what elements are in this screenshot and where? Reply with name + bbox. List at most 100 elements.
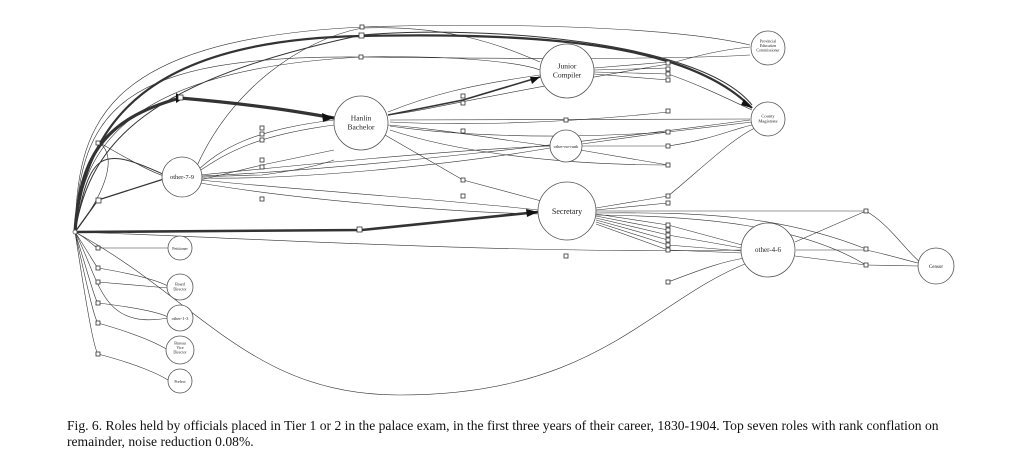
node-other-1-3 <box>166 304 194 332</box>
waypoint <box>95 351 101 357</box>
arrowhead-layer <box>176 77 752 217</box>
waypoint <box>563 117 569 123</box>
edge-start-other79 <box>74 177 168 233</box>
waypoint <box>665 237 671 243</box>
node-other-no-rank <box>549 129 583 163</box>
waypoint <box>665 77 671 83</box>
waypoint <box>460 193 466 199</box>
node-board-director <box>166 273 194 301</box>
edge-other46-r5 <box>865 210 921 263</box>
edge-other46-censor <box>865 264 919 267</box>
edge-norank-x <box>667 124 753 147</box>
waypoint <box>665 193 671 199</box>
edge-secretary-right-2 <box>595 212 867 250</box>
waypoint <box>665 60 671 66</box>
waypoint <box>665 108 671 114</box>
node-provincial-education-commissioner <box>750 30 786 66</box>
label-other-7-9: other-7-9 <box>170 174 194 181</box>
waypoint <box>665 279 671 285</box>
waypoint <box>95 140 101 146</box>
label-other-4-6: other-4-6 <box>755 246 781 254</box>
node-bureau-vice-director <box>165 335 195 365</box>
edge-junior-fan-1 <box>593 61 669 69</box>
waypoint <box>460 93 466 99</box>
waypoint <box>95 245 101 251</box>
node-county-magistrate <box>750 101 786 137</box>
waypoint <box>665 242 671 248</box>
waypoint <box>259 157 265 163</box>
node-hanlin-bachelor <box>333 95 389 151</box>
waypoint <box>665 129 671 135</box>
waypoint <box>460 100 466 106</box>
edge-hanlin-junior-b <box>387 74 541 113</box>
label-secretary: Secretary <box>552 207 582 216</box>
waypoint <box>665 66 671 72</box>
edge-junior-fan-3 <box>593 71 669 75</box>
node-start <box>72 229 78 235</box>
edge-junior-county <box>667 73 753 111</box>
waypoint-layer <box>95 24 869 357</box>
edge-secretary-fan-2 <box>595 215 669 231</box>
edge-start-other13-b <box>74 231 169 320</box>
waypoint <box>95 300 101 306</box>
waypoint <box>460 128 466 134</box>
figure-caption: Fig. 6. Roles held by officials placed i… <box>67 418 939 449</box>
edge-other46-r4 <box>865 249 919 264</box>
edge-other46-r1 <box>794 210 867 243</box>
edge-junior-fan-2 <box>593 67 669 71</box>
edge-secretary-upper-2 <box>595 202 669 211</box>
node-layer <box>72 30 955 394</box>
waypoint <box>863 208 869 214</box>
label-censor: Censor <box>929 265 944 270</box>
edge-secretary-fan-3 <box>595 217 669 236</box>
edge-norank-county <box>667 121 753 133</box>
node-petitioner <box>167 235 193 261</box>
waypoint <box>95 265 101 271</box>
arrowhead-junior <box>530 77 540 84</box>
label-other-no-rank: other-no-rank <box>554 144 579 149</box>
edge-start-hanlin <box>73 96 335 233</box>
waypoint <box>665 222 671 228</box>
edge-fan-other46-2 <box>667 234 743 249</box>
waypoint <box>460 177 466 183</box>
waypoint <box>863 262 869 268</box>
edge-fan-other46-3 <box>667 244 743 252</box>
waypoint <box>95 197 102 204</box>
edge-other79-secretary-a <box>199 179 539 211</box>
arrowhead-secretary <box>526 209 538 217</box>
node-other-7-9 <box>161 156 203 198</box>
edge-fan-other46-4 <box>667 249 743 254</box>
edge-other79-hanlin-a <box>197 119 335 171</box>
waypoint <box>665 247 671 253</box>
waypoint <box>177 94 184 101</box>
edge-secretary-fan-4 <box>595 219 669 241</box>
waypoint <box>665 162 671 168</box>
waypoint <box>259 196 265 202</box>
waypoint <box>259 131 265 137</box>
edge-start-other79-thin <box>74 142 168 233</box>
waypoint <box>259 125 265 131</box>
node-secretary <box>537 181 597 241</box>
edge-start-other46-a <box>74 231 743 251</box>
edge-layer <box>73 25 921 396</box>
edge-hanlin-junior-c <box>387 63 669 116</box>
edge-secretary-fan-6 <box>595 223 669 251</box>
edge-other79-secretary-b <box>199 182 539 215</box>
waypoint <box>95 320 101 326</box>
waypoint <box>358 54 364 60</box>
waypoint <box>356 226 363 233</box>
waypoint <box>665 143 671 149</box>
edge-secretary-right-3 <box>595 214 867 266</box>
edge-other79-hanlin-b <box>197 124 335 173</box>
edge-start-provincial-2 <box>74 54 751 233</box>
edge-x-other46-low <box>667 257 746 283</box>
node-junior-compiler <box>539 43 595 99</box>
edge-other79-county <box>199 119 751 177</box>
